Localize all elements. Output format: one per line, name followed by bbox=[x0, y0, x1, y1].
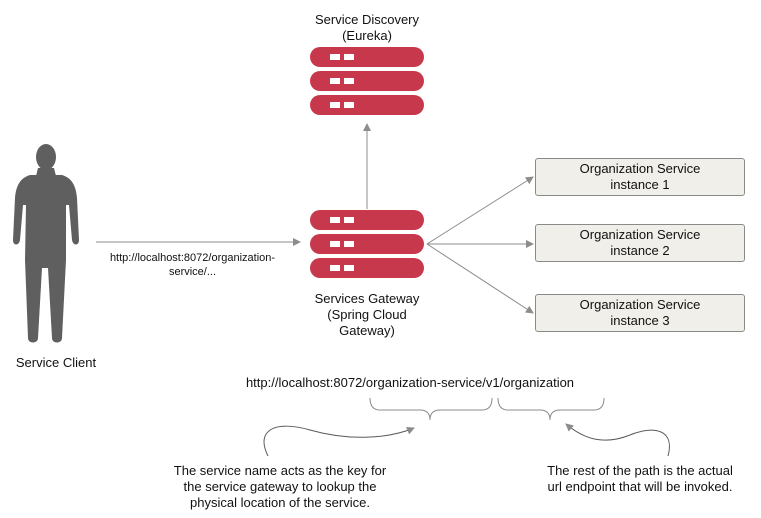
rest-path-note-line-1: The rest of the path is the actual bbox=[547, 463, 733, 478]
organization-instance-1-box: Organization Service instance 1 bbox=[535, 158, 745, 196]
service-name-note: The service name acts as the key for the… bbox=[140, 463, 420, 511]
service-name-note-line-3: physical location of the service. bbox=[190, 495, 370, 510]
request-url-line-1: http://localhost:8072/organization- bbox=[109, 252, 276, 264]
discovery-subtitle: (Eureka) bbox=[342, 28, 392, 43]
rest-path-pointer-arrow bbox=[565, 423, 670, 457]
instance-3-subtitle: instance 3 bbox=[610, 313, 670, 328]
service-client-label: Service Client bbox=[15, 355, 97, 370]
gateway-to-instance-1-arrow bbox=[426, 176, 534, 245]
discovery-label: Service Discovery (Eureka) bbox=[287, 12, 447, 44]
service-name-brace bbox=[369, 397, 493, 421]
service-name-note-line-1: The service name acts as the key for bbox=[173, 463, 387, 478]
organization-instance-2-box: Organization Service instance 2 bbox=[535, 224, 745, 262]
instance-3-title: Organization Service bbox=[579, 297, 701, 312]
request-url-line-2: service/... bbox=[168, 266, 217, 278]
gateway-to-instance-3-arrow bbox=[426, 243, 534, 314]
discovery-title: Service Discovery bbox=[314, 12, 420, 27]
gateway-title: Services Gateway bbox=[314, 291, 420, 306]
request-url-label: http://localhost:8072/organization- serv… bbox=[90, 251, 295, 279]
instance-2-title: Organization Service bbox=[579, 227, 701, 242]
rest-path-note: The rest of the path is the actual url e… bbox=[520, 463, 760, 495]
gateway-subtitle-1: (Spring Cloud bbox=[327, 307, 407, 322]
service-name-pointer-arrow bbox=[263, 425, 415, 457]
rest-path-brace bbox=[497, 397, 605, 421]
gateway-subtitle-2: Gateway) bbox=[339, 323, 395, 338]
instance-1-subtitle: instance 1 bbox=[610, 177, 670, 192]
instance-1-title: Organization Service bbox=[579, 161, 701, 176]
gateway-server-icon bbox=[310, 210, 424, 278]
discovery-server-icon bbox=[310, 47, 424, 115]
organization-instance-3-box: Organization Service instance 3 bbox=[535, 294, 745, 332]
instance-2-subtitle: instance 2 bbox=[610, 243, 670, 258]
full-url-label: http://localhost:8072/organization-servi… bbox=[245, 375, 575, 390]
rest-path-note-line-2: url endpoint that will be invoked. bbox=[547, 479, 733, 494]
service-name-note-line-2: the service gateway to lookup the bbox=[183, 479, 377, 494]
service-client-person-icon bbox=[13, 144, 79, 343]
gateway-label: Services Gateway (Spring Cloud Gateway) bbox=[287, 291, 447, 339]
